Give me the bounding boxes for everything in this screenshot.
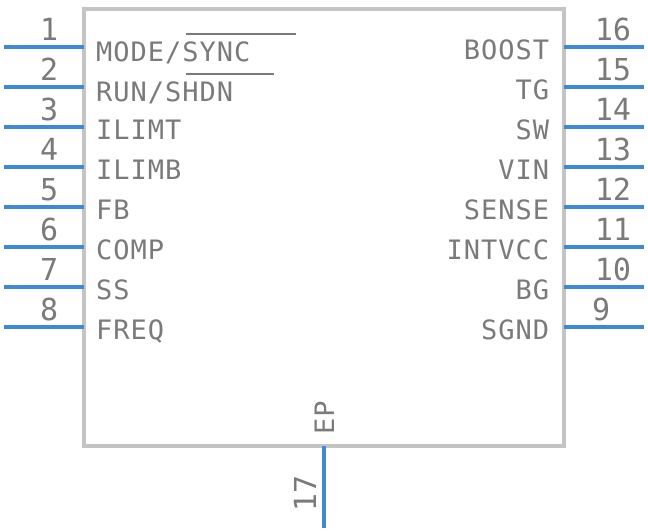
pin-name: TG [515, 75, 550, 106]
pin-number: 14 [595, 93, 631, 128]
pin-name: COMP [96, 235, 165, 266]
pin-name: EP [310, 399, 341, 434]
pin-name: RUN/SHDN [96, 77, 234, 108]
pin-number: 3 [40, 93, 58, 128]
right-pin: 14 SW [515, 93, 644, 146]
pin-number: 5 [40, 173, 58, 208]
pin-number: 9 [592, 293, 610, 328]
right-pin: 10 BG [515, 253, 644, 306]
right-pin: 13 VIN [498, 133, 644, 186]
right-pin: 15 TG [515, 53, 644, 106]
ic-body-outline [82, 7, 566, 448]
right-pin: 9 SGND [481, 293, 644, 346]
bottom-pin: 17 EP [289, 399, 341, 528]
pin-name: VIN [498, 155, 550, 186]
left-pin: 3 ILIMT [4, 93, 182, 146]
pin-number: 4 [40, 133, 58, 168]
pin-name: BOOST [464, 35, 550, 66]
left-pin: 2 RUN/SHDN [4, 53, 274, 108]
pin-number: 13 [595, 133, 631, 168]
left-pin: 4 ILIMB [4, 133, 182, 186]
pin-number: 17 [289, 475, 324, 511]
left-pin: 8 FREQ [4, 293, 165, 346]
pin-number: 10 [595, 253, 631, 288]
pin-number: 11 [595, 213, 631, 248]
left-pin: 1 MODE/SYNC [4, 13, 296, 68]
pin-name: SGND [481, 315, 550, 346]
pin-name: SW [515, 115, 550, 146]
pin-name: MODE/SYNC [96, 37, 251, 68]
pin-name: FREQ [96, 315, 165, 346]
left-pin: 5 FB [4, 173, 131, 226]
right-pin: 12 SENSE [464, 173, 644, 226]
left-pin: 7 SS [4, 253, 131, 306]
pin-name: ILIMB [96, 155, 182, 186]
pin-name: FB [96, 195, 131, 226]
pin-number: 12 [595, 173, 631, 208]
right-pin-group: 16 BOOST 15 TG 14 SW 13 VIN 12 SENSE 11 … [446, 13, 644, 346]
pin-name: ILIMT [96, 115, 182, 146]
left-pin-group: 1 MODE/SYNC 2 RUN/SHDN 3 ILIMT 4 ILIMB 5… [4, 13, 296, 346]
pin-number: 2 [40, 53, 58, 88]
pin-number: 16 [595, 13, 631, 48]
pin-number: 6 [40, 213, 58, 248]
pin-name: SS [96, 275, 131, 306]
right-pin: 16 BOOST [464, 13, 644, 66]
pin-name: INTVCC [446, 235, 550, 266]
pin-number: 7 [40, 253, 58, 288]
pin-name: BG [515, 275, 550, 306]
pin-number: 8 [40, 293, 58, 328]
right-pin: 11 INTVCC [446, 213, 644, 266]
pin-number: 1 [40, 13, 58, 48]
left-pin: 6 COMP [4, 213, 165, 266]
pin-number: 15 [595, 53, 631, 88]
pin-name: SENSE [464, 195, 550, 226]
